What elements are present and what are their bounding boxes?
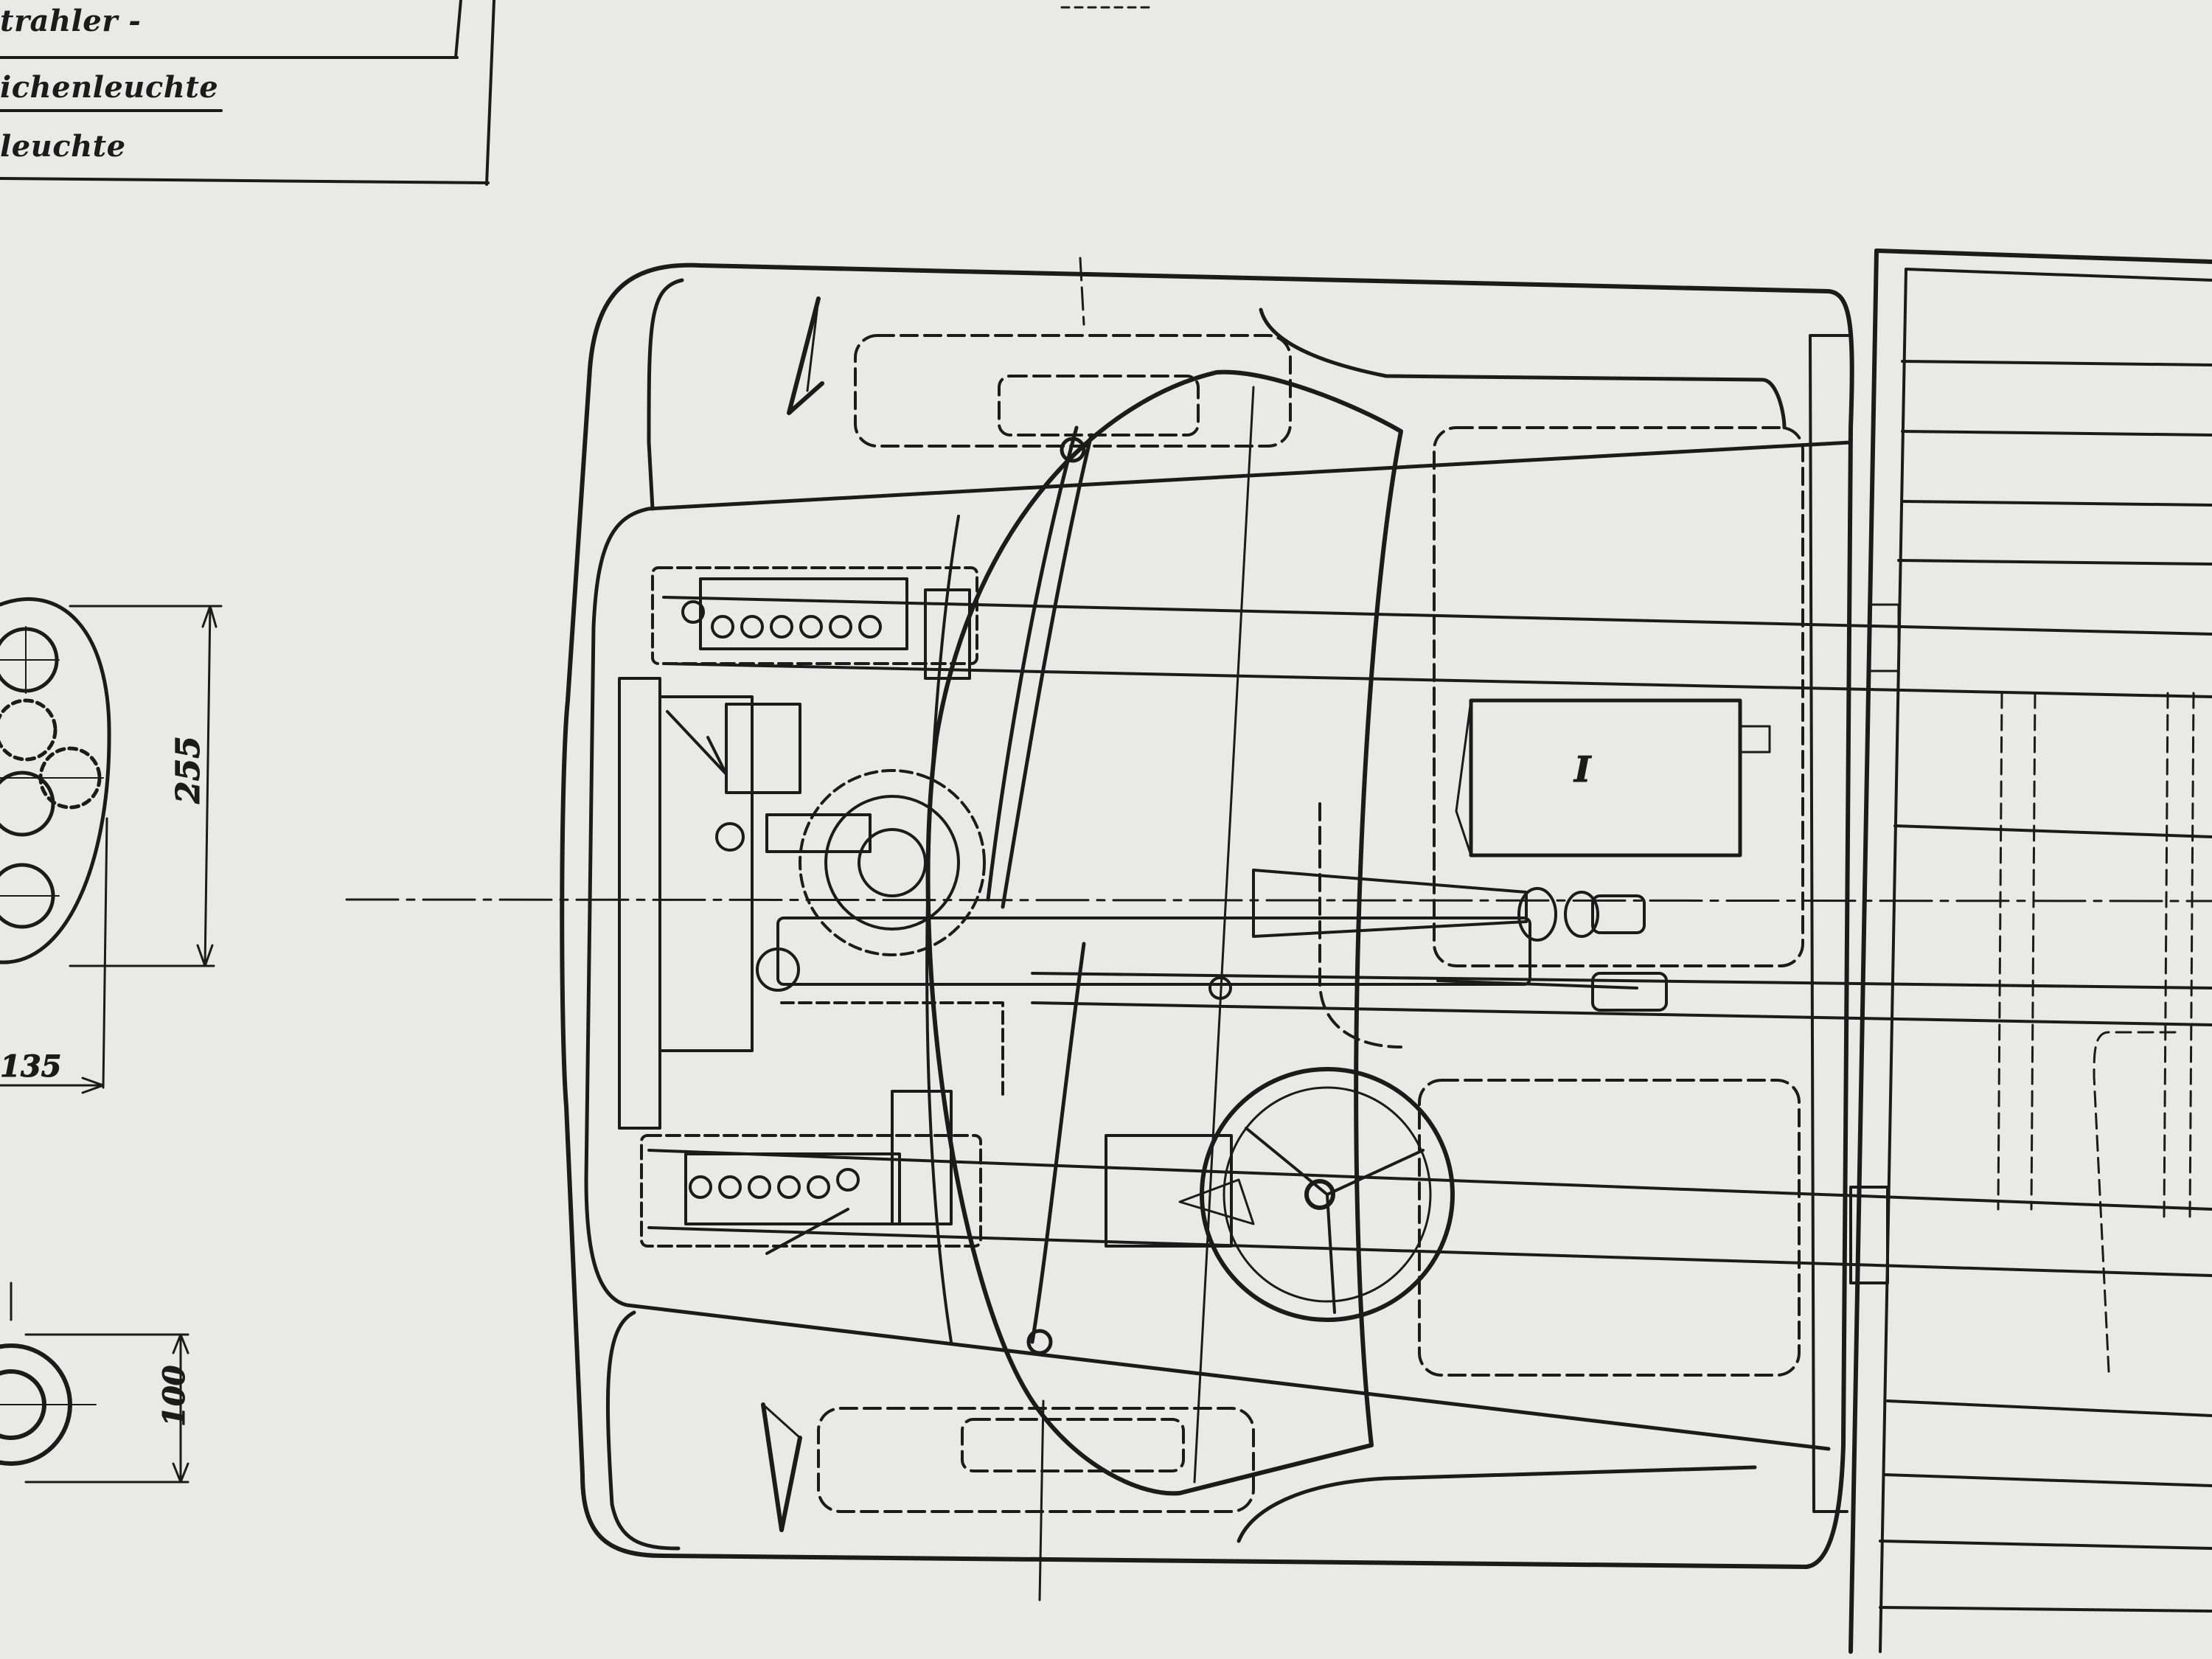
dimension-135 (0, 817, 108, 1094)
drive-shaft (1252, 869, 1646, 942)
headlamp-housings (817, 334, 1292, 1513)
shift-lever (1208, 972, 1668, 1012)
truck-bed (1848, 248, 2212, 1654)
dimension-label-255: 255 (170, 736, 207, 804)
mirror-bottom (761, 1402, 802, 1532)
dimension-255 (69, 605, 223, 967)
truck-bed-dashed-frame (1997, 692, 2195, 1373)
legend-item-kennzeichenleuchte: ichenleuchte (0, 70, 219, 105)
dimension-100 (24, 1333, 189, 1484)
wiper-arms (986, 425, 1093, 1355)
battery-box (1455, 698, 1771, 858)
engine-compartment (618, 566, 1531, 1255)
mirror-top (787, 296, 824, 415)
vehicle-centerline (345, 898, 2212, 902)
seats (1318, 426, 1804, 1377)
legend-table (0, 0, 495, 186)
steering-wheel (1178, 1067, 1455, 1322)
round-reflector-detail (0, 1281, 97, 1466)
rear-axle-mark (1038, 1399, 1045, 1601)
tail-lamp-cluster-detail (0, 597, 111, 964)
component-marker-I: I (1573, 749, 1592, 790)
legend-item-strahler: trahler - (0, 4, 142, 38)
dimension-label-135: 135 (0, 1049, 62, 1084)
truck-bed-slats (1879, 360, 2212, 1613)
dimension-label-100: 100 (157, 1365, 192, 1427)
legend-item-leuchte: leuchte (0, 129, 126, 164)
windscreen (925, 369, 1403, 1496)
cab-outline (560, 262, 1854, 1569)
front-axle-mark (1079, 257, 1085, 326)
front-panel (584, 307, 1853, 1543)
chassis-frame-lines (647, 596, 2212, 1277)
